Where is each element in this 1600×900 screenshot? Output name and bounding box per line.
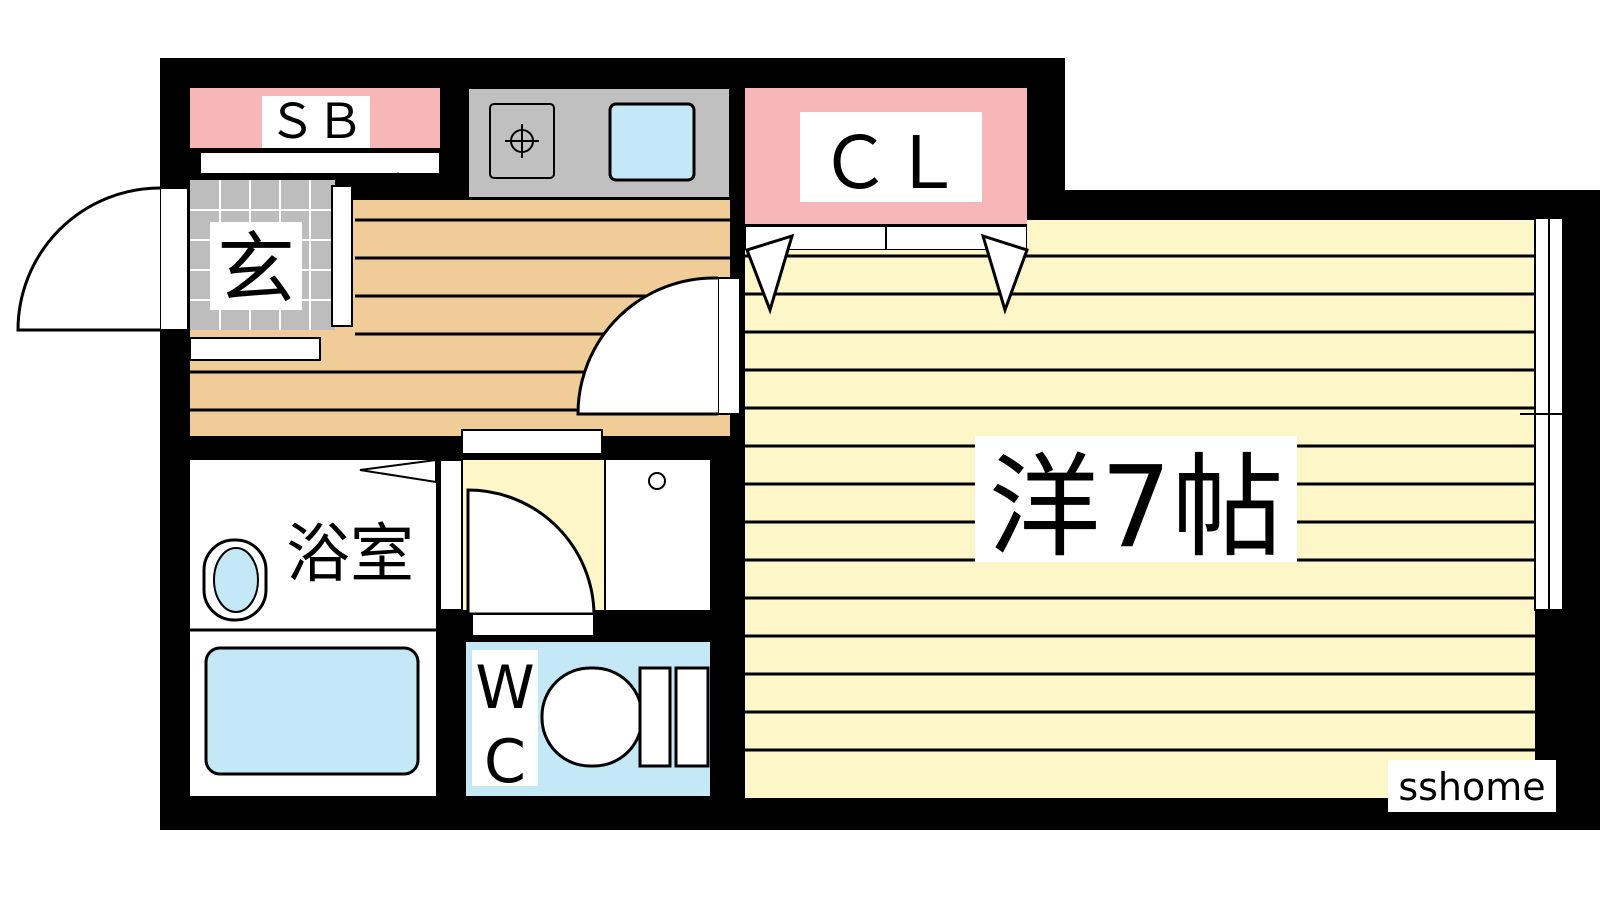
western-room-label: 洋7帖: [988, 443, 1283, 573]
entry-door: [16, 186, 189, 332]
western-room: 洋7帖: [745, 220, 1535, 798]
bathroom-label: 浴室: [286, 518, 414, 592]
sink-icon: [608, 102, 696, 182]
entrance: 玄: [189, 180, 353, 361]
closet-label: ＣＬ: [819, 121, 963, 205]
window: [1520, 217, 1564, 611]
room-door: [576, 276, 741, 416]
toilet: W C: [466, 642, 710, 797]
washroom: [439, 429, 710, 637]
shoe-box-label: ＳＢ: [268, 94, 364, 150]
closet: ＣＬ: [744, 88, 1028, 251]
watermark: sshome: [1388, 760, 1556, 812]
bathtub-icon: [204, 646, 420, 776]
kitchen-counter: [467, 87, 731, 199]
entrance-label: 玄: [217, 225, 295, 315]
toilet-label-bottom: C: [484, 727, 526, 797]
toilet-label-top: W: [475, 653, 534, 723]
toilet-tank-icon: [674, 666, 710, 768]
watermark-text: sshome: [1398, 765, 1545, 809]
toilet-bowl-icon: [540, 666, 644, 768]
bathroom: 浴室: [190, 458, 437, 796]
shoe-box: ＳＢ: [190, 88, 441, 198]
